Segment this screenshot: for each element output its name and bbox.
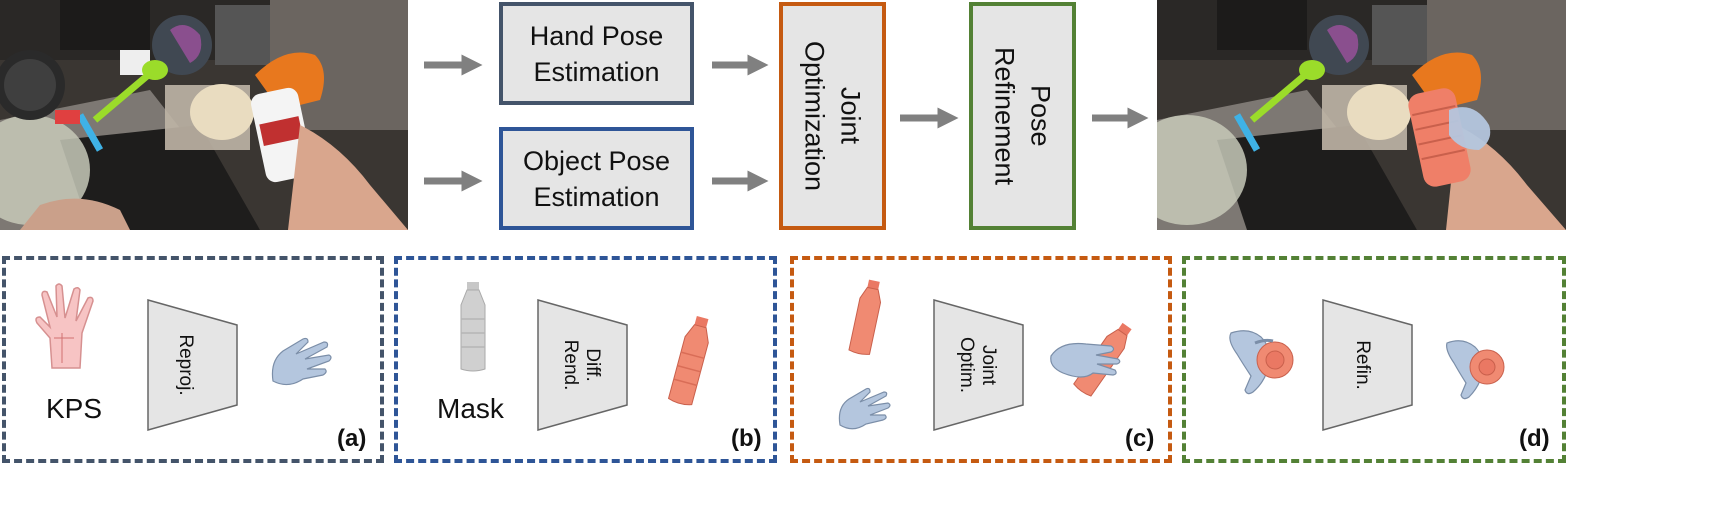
hand-pose-estimation-label: Hand Pose Estimation bbox=[529, 20, 664, 87]
refin-trapezoid: Refin. bbox=[1322, 299, 1413, 431]
refin-label: Refin. bbox=[1352, 340, 1373, 390]
object-pose-estimation-box: Object Pose Estimation bbox=[499, 127, 694, 230]
joint-optim-trapezoid: JointOptim. bbox=[933, 299, 1024, 431]
hand-mesh-icon bbox=[271, 337, 332, 386]
pose-refinement-label: Pose Refinement bbox=[989, 46, 1056, 186]
panel-d bbox=[1182, 256, 1566, 463]
reproj-trapezoid: Reproj. bbox=[147, 299, 238, 431]
object-pose-estimation-label: Object Pose Estimation bbox=[522, 145, 671, 212]
bottle-mesh-icon bbox=[848, 279, 882, 355]
bottle-mask-icon bbox=[460, 282, 486, 372]
diff-rend-trapezoid: Diff.Rend. bbox=[537, 299, 628, 431]
mask-label: Mask bbox=[437, 393, 504, 424]
kps-label: KPS bbox=[46, 393, 103, 424]
pose-refinement-box: Pose Refinement bbox=[969, 2, 1076, 230]
bottle-mesh-icon bbox=[667, 315, 709, 406]
panel-d-tag: (d) bbox=[1519, 425, 1550, 452]
diff-rend-label: Diff.Rend. bbox=[560, 340, 603, 391]
input-photo bbox=[0, 0, 408, 230]
hand-holding-bottle-icon bbox=[1050, 322, 1132, 397]
panel-a bbox=[2, 256, 384, 463]
hand-keypoints-icon bbox=[35, 283, 94, 369]
panel-b bbox=[394, 256, 777, 463]
panel-c-tag: (c) bbox=[1125, 425, 1155, 452]
hand-pose-estimation-box: Hand Pose Estimation bbox=[499, 2, 694, 105]
panel-a-tag: (a) bbox=[337, 425, 367, 452]
hand-grasp-refined-icon bbox=[1446, 340, 1505, 400]
panel-b-tag: (b) bbox=[731, 425, 762, 452]
reproj-label: Reproj. bbox=[175, 334, 196, 395]
joint-optimization-label: Joint Optimization bbox=[799, 40, 866, 192]
pipeline-arrows bbox=[424, 54, 1149, 192]
hand-grasp-icon bbox=[1229, 330, 1294, 395]
panel-c bbox=[790, 256, 1172, 463]
output-photo bbox=[1157, 0, 1566, 230]
hand-mesh-icon bbox=[838, 387, 891, 430]
joint-optim-label: JointOptim. bbox=[956, 337, 999, 393]
joint-optimization-box: Joint Optimization bbox=[779, 2, 886, 230]
